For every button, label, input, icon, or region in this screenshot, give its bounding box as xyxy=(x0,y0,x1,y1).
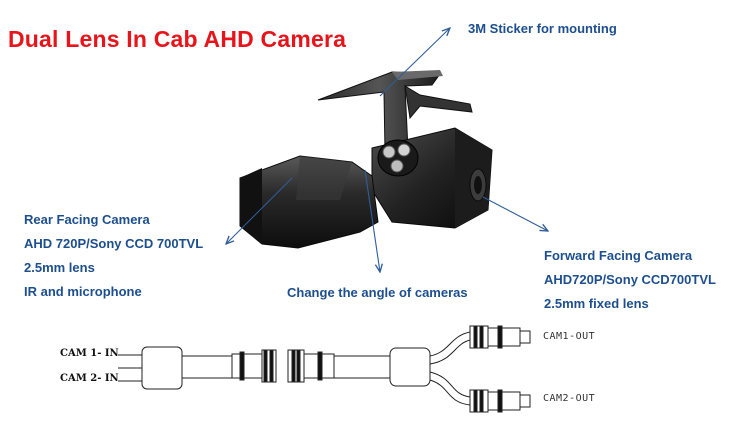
callout-arrows xyxy=(226,28,548,272)
y-cable-diagram xyxy=(118,325,531,413)
cam1-out-label: CAM1-OUT xyxy=(543,331,596,342)
cam2-in-label: CAM 2- IN xyxy=(60,373,119,384)
forward-camera-line: AHD720P/Sony CCD700TVL xyxy=(544,272,716,287)
rear-camera-line: AHD 720P/Sony CCD 700TVL xyxy=(24,236,204,251)
rear-camera-line: 2.5mm lens xyxy=(24,260,95,275)
cam2-out-label: CAM2-OUT xyxy=(543,393,596,404)
page-title: Dual Lens In Cab AHD Camera xyxy=(8,26,347,52)
forward-camera-line: 2.5mm fixed lens xyxy=(544,296,649,311)
ir-led-cluster xyxy=(377,139,419,177)
rear-camera-body xyxy=(239,155,379,249)
angle-callout: Change the angle of cameras xyxy=(287,285,468,300)
forward-camera-line: Forward Facing Camera xyxy=(544,248,693,263)
sticker-callout: 3M Sticker for mounting xyxy=(468,21,617,36)
rear-camera-line: IR and microphone xyxy=(24,284,142,299)
forward-camera-callout: Forward Facing Camera AHD720P/Sony CCD70… xyxy=(544,244,716,316)
rear-camera-callout: Rear Facing Camera AHD 720P/Sony CCD 700… xyxy=(24,208,203,304)
rear-camera-line: Rear Facing Camera xyxy=(24,212,150,227)
cam1-in-label: CAM 1- IN xyxy=(60,348,119,359)
